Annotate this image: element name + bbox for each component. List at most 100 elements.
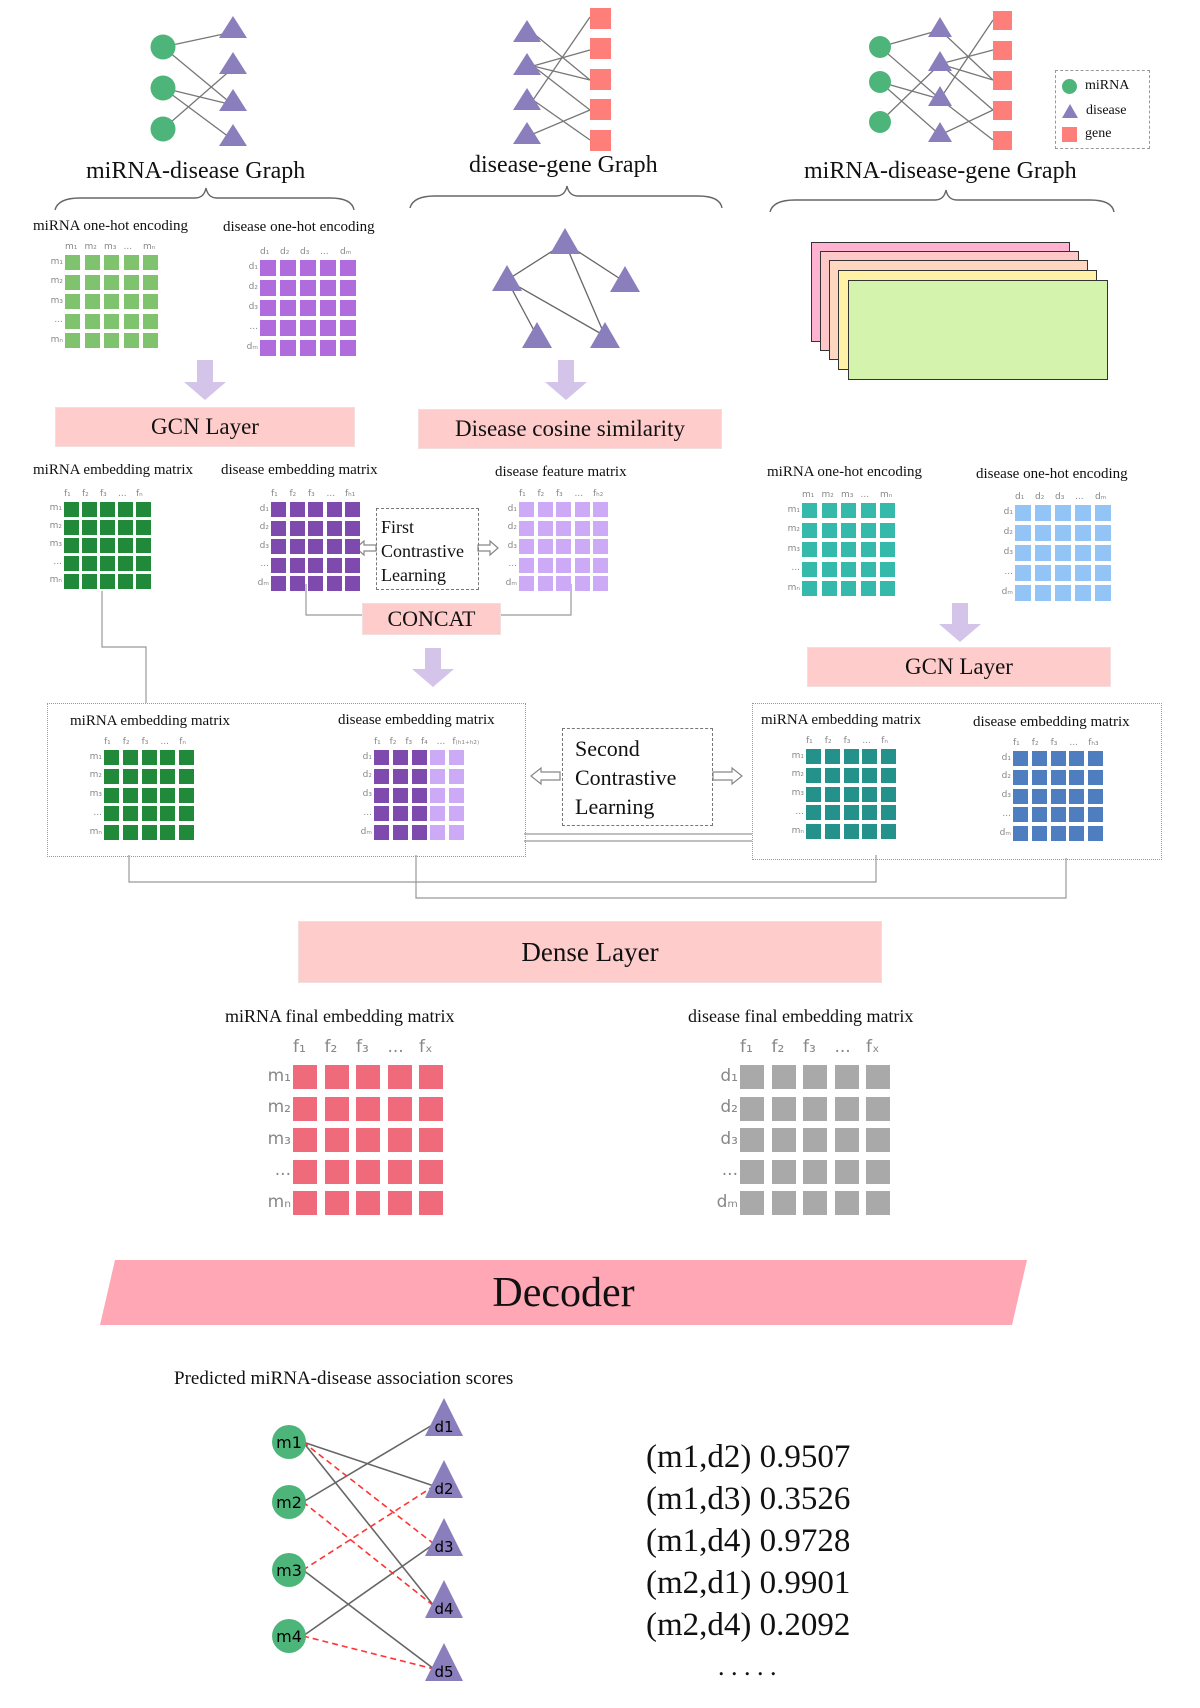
matrix-cell: [340, 320, 356, 336]
matrix-cell: [104, 787, 119, 803]
matrix-cell: [1031, 769, 1047, 785]
matrix-cell: [324, 1065, 349, 1089]
disease-node-label: d4: [434, 1600, 453, 1618]
matrix-cell: [593, 576, 608, 591]
matrix-cell: [419, 1159, 443, 1184]
matrix-cell: [803, 1065, 827, 1089]
matrix-cell: [1013, 751, 1028, 766]
matrix-row-label: d₁: [507, 503, 517, 514]
matrix-cell: [1050, 751, 1066, 766]
matrix-row-label: d₁: [259, 503, 269, 514]
matrix-col-label: ...: [118, 489, 127, 499]
matrix-cell: [271, 576, 286, 591]
matrix-row-label: ...: [53, 557, 62, 568]
matrix-cell: [411, 768, 427, 784]
matrix-cell: [123, 274, 139, 290]
matrix-col-label: m₁: [802, 490, 815, 500]
matrix-cell: [387, 1128, 412, 1152]
matrix-row-label: m₃: [89, 789, 102, 800]
matrix-cell: [100, 520, 115, 535]
matrix-cell: [740, 1065, 764, 1089]
mirna-disease-gene-graph-nodes: [869, 11, 1012, 150]
matrix-cell: [293, 1159, 317, 1184]
matrix-cell: [806, 749, 821, 764]
matrix-cell: [160, 750, 176, 765]
matrix-cell: [293, 1096, 317, 1121]
mirna-disease-graph-nodes: [150, 16, 247, 146]
matrix-cell: [593, 539, 608, 554]
matrix-cell: [1075, 565, 1091, 581]
matrix-row-label: d₂: [507, 522, 517, 533]
matrix-row-label: ...: [1002, 809, 1011, 820]
score-list: (m1,d2) 0.9507 (m1,d3) 0.3526 (m1,d4) 0.…: [646, 1436, 850, 1688]
matrix-cell: [771, 1191, 796, 1215]
gcn-layer-box-1: GCN Layer: [55, 407, 355, 447]
matrix-col-label: ...: [326, 489, 336, 499]
matrix-cell: [834, 1128, 859, 1152]
matrix-cell: [430, 825, 446, 841]
matrix-cell: [64, 538, 79, 553]
disease-gene-graph-nodes: [513, 8, 611, 151]
matrix-col-label: fₙ: [881, 736, 888, 746]
matrix-cell: [160, 825, 176, 841]
matrix-row-label: m₂: [89, 770, 102, 781]
matrix-cell: [141, 806, 157, 822]
matrix-cell: [374, 806, 389, 822]
matrix-col-label: f₃: [803, 1037, 816, 1057]
matrix-cell: [84, 274, 100, 290]
matrix-col-label: f₂: [389, 737, 397, 747]
matrix-col-label: ...: [862, 736, 871, 746]
matrix-col-label: f₂: [122, 737, 130, 747]
matrix-col-label: f₃: [843, 736, 851, 746]
matrix-cell: [866, 1065, 890, 1089]
matrix-cell: [860, 503, 876, 518]
matrix-cell: [802, 542, 817, 557]
disease-node-icon: [513, 20, 541, 42]
matrix-cell: [1035, 505, 1051, 521]
matrix-cell: [419, 1128, 443, 1152]
matrix-cell: [143, 255, 158, 270]
matrix-cell: [881, 749, 897, 764]
matrix-cell: [293, 1191, 317, 1215]
matrix-cell: [104, 294, 119, 309]
matrix-col-label: f₃: [141, 737, 149, 747]
matrix-col-label: m₂: [821, 490, 834, 500]
matrix-cell: [862, 805, 878, 821]
matrix-cell: [82, 502, 97, 517]
matrix-cell: [340, 300, 356, 316]
matrix-row-label: d₂: [1003, 526, 1013, 537]
matrix-cell: [537, 576, 553, 591]
matrix-cell: [160, 806, 176, 822]
matrix-cell: [821, 581, 837, 596]
disease-node-icon: [928, 51, 952, 71]
matrix-col-label: f₁: [293, 1037, 306, 1057]
matrix-cell: [1015, 525, 1031, 541]
matrix-row-label: d₁: [1001, 752, 1011, 763]
matrix-cell: [1075, 505, 1091, 521]
matrix-row-label: ...: [54, 315, 63, 326]
matrix-cell: [271, 520, 286, 536]
matrix-cell: [880, 561, 895, 577]
matrix-cell: [880, 581, 895, 596]
matrix-row-label: m₁: [791, 750, 804, 761]
matrix-cell: [1035, 525, 1051, 541]
brace-icon: [54, 187, 355, 211]
matrix-cell: [824, 824, 840, 840]
disease-node-icon: [425, 1398, 463, 1436]
matrix-cell: [340, 340, 356, 356]
matrix-row-label: d₁: [248, 262, 258, 273]
matrix-cell: [843, 749, 859, 764]
matrix-col-label: f₁: [519, 489, 526, 499]
matrix-cell: [593, 520, 608, 536]
matrix-cell: [141, 750, 157, 765]
matrix-cell: [392, 787, 408, 803]
matrix-row-label: ...: [363, 808, 372, 819]
matrix-row-label: d₃: [248, 302, 258, 313]
legend-label: disease: [1086, 103, 1127, 118]
matrix-cell: [100, 574, 115, 589]
